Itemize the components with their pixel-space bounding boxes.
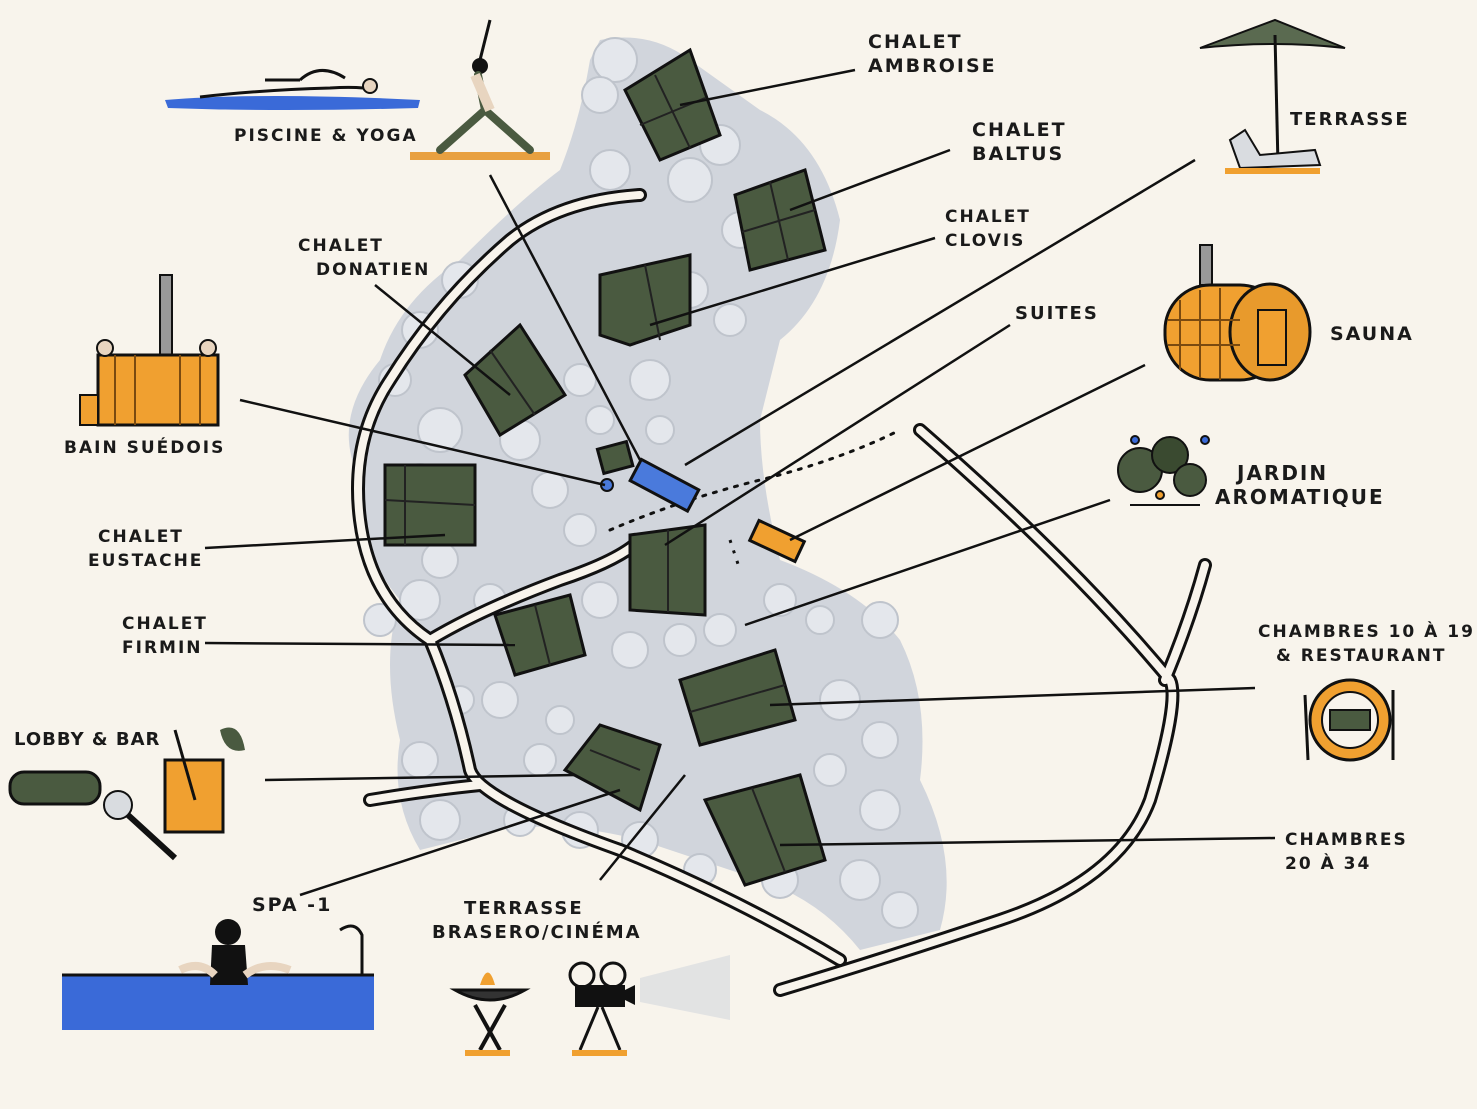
building-sauna-spot <box>747 518 807 564</box>
label-sauna: SAUNA <box>1330 323 1414 345</box>
spa-pool-icon <box>62 919 374 1030</box>
label-spa: SPA -1 <box>252 894 333 916</box>
buildings <box>383 47 827 887</box>
label-chambres-10-19: CHAMBRES 10 À 19& RESTAURANT <box>1258 622 1475 666</box>
label-bain-suedois: BAIN SUÉDOIS <box>64 438 226 458</box>
cocktail-key-icon <box>8 727 245 861</box>
sauna-barrel-icon <box>1163 244 1312 382</box>
leader-lines <box>204 68 1276 897</box>
building-chalet-clovis <box>598 253 692 347</box>
swimmer-icon <box>165 69 420 110</box>
building-small <box>595 439 635 476</box>
label-suites: SUITES <box>1015 303 1099 324</box>
roads-inner <box>354 191 1209 994</box>
herb-garden-icon <box>1117 435 1210 506</box>
building-chambres-10-19 <box>678 648 797 747</box>
vegetation-area <box>348 37 947 950</box>
building-chalet-center <box>628 523 707 617</box>
building-chalet-ambroise <box>623 47 722 162</box>
label-lobby-bar: LOBBY & BAR <box>14 729 161 750</box>
building-chalet-baltus <box>733 168 827 272</box>
parasol-lounger-icon <box>1199 18 1346 174</box>
hot-tub-icon <box>79 274 220 427</box>
building-chambres-20-34 <box>702 773 827 887</box>
building-chalet-eustache <box>383 463 477 547</box>
footpath <box>608 428 902 532</box>
building-suites <box>628 457 701 514</box>
building-chalet-donatien <box>463 322 568 438</box>
building-lobby <box>562 723 662 813</box>
brasero-icon <box>449 972 531 1056</box>
label-piscine-yoga: PISCINE & YOGA <box>234 126 418 146</box>
label-terrasse: TERRASSE <box>1290 109 1410 130</box>
yoga-icon <box>410 19 550 160</box>
plate-cutlery-icon <box>1303 678 1395 762</box>
film-projector-icon <box>568 955 730 1056</box>
building-chalet-firmin <box>493 593 587 677</box>
